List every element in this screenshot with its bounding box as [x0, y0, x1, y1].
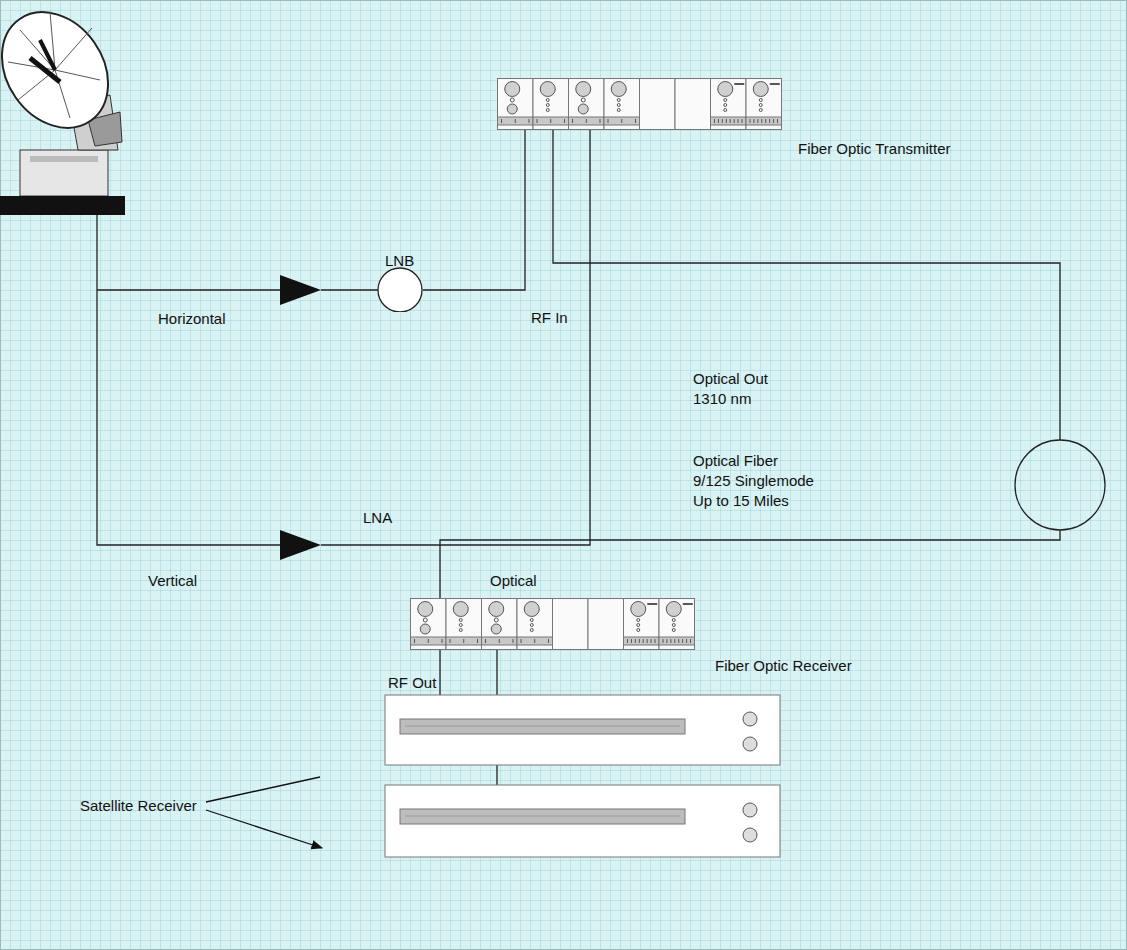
signal-label: RF Out	[388, 674, 436, 692]
signal-label: Vertical	[148, 572, 197, 590]
satellite-dish	[0, 0, 130, 215]
signal-line	[440, 130, 1060, 598]
lnb-amplifier: LNB	[275, 250, 423, 312]
signal-label: Optical Out	[693, 370, 768, 388]
signal-label: RF In	[531, 309, 568, 327]
fiber-spool	[1015, 440, 1105, 530]
signal-label: Optical	[490, 572, 537, 590]
signal-line	[423, 130, 525, 290]
receiver-rack: Fiber Optic Receiver	[410, 598, 695, 650]
signal-label: Optical Fiber	[693, 452, 778, 470]
node-label: LNA	[363, 509, 392, 527]
lna-amplifier: LNA	[275, 505, 400, 562]
signal-label: 1310 nm	[693, 390, 751, 408]
signal-label: Horizontal	[158, 310, 226, 328]
signal-label: Up to 15 Miles	[693, 492, 789, 510]
callout-arrow	[206, 777, 322, 848]
satellite-receiver	[385, 695, 780, 765]
node-label: LNB	[385, 252, 414, 270]
feed-wire	[97, 215, 281, 545]
satellite-receiver	[385, 785, 780, 857]
node-label: Fiber Optic Receiver	[715, 657, 852, 675]
signal-line	[400, 130, 590, 545]
signal-label: Satellite Receiver	[80, 797, 197, 815]
transmitter-rack: Fiber Optic Transmitter	[497, 78, 782, 130]
node-label: Fiber Optic Transmitter	[798, 140, 951, 158]
signal-label: 9/125 Singlemode	[693, 472, 814, 490]
